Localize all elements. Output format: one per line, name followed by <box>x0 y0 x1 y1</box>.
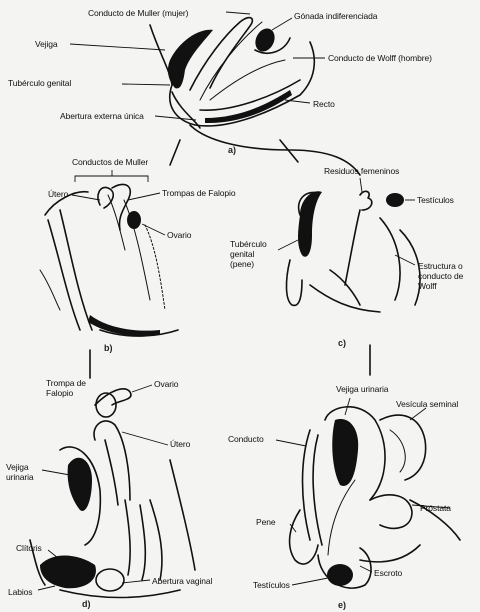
label-residuos-femeninos: Residuos femeninos <box>324 167 399 176</box>
panel-e-drawing <box>290 407 460 588</box>
label-recto: Recto <box>313 100 335 109</box>
panel-b-drawing <box>40 184 178 336</box>
label-clitoris: Clítoris <box>16 544 42 553</box>
label-abertura-vaginal: Abertura vaginal <box>152 577 212 586</box>
label-conductos-muller: Conductos de Muller <box>72 158 148 167</box>
label-labios: Labios <box>8 588 32 597</box>
panel-c-drawing <box>286 191 420 312</box>
label-gonada-indiferenciada: Gónada indiferenciada <box>294 12 377 21</box>
label-vejiga-urinaria-d: Vejiga urinaria <box>6 462 44 482</box>
label-tuberculo-genital-a: Tubérculo genital <box>8 79 71 88</box>
label-escroto: Escroto <box>374 569 402 578</box>
label-vejiga: Vejiga <box>35 40 58 49</box>
label-vejiga-urinaria-e: Vejiga urinaria <box>336 385 388 394</box>
label-estructura-wolff: Estructura o conducto de Wolff <box>418 262 476 291</box>
panel-d-drawing <box>30 389 195 598</box>
label-testiculos-e: Testículos <box>253 581 290 590</box>
panel-d-letter: d) <box>82 599 91 609</box>
label-trompas-falopio-b: Trompas de Falopio <box>162 189 235 198</box>
label-vesicula-seminal: Vesícula seminal <box>396 400 458 409</box>
panel-a-letter: a) <box>228 145 236 155</box>
label-conducto: Conducto <box>228 435 264 444</box>
label-ovario-b: Ovario <box>167 231 191 240</box>
label-testiculos-c: Testículos <box>417 196 454 205</box>
label-abertura-externa-unica: Abertura externa única <box>60 112 144 121</box>
panel-a-drawing <box>150 18 360 175</box>
label-trompa-falopio-d: Trompa de Falopio <box>46 378 91 398</box>
panel-e-letter: e) <box>338 600 346 610</box>
label-conducto-wolff-hombre: Conducto de Wolff (hombre) <box>328 54 432 63</box>
panel-c-letter: c) <box>338 338 346 348</box>
label-pene: Pene <box>256 518 275 527</box>
label-prostata: Próstata <box>420 504 451 513</box>
label-ovario-d: Ovario <box>154 380 178 389</box>
label-conducto-muller-mujer: Conducto de Muller (mujer) <box>88 9 188 18</box>
panel-b-letter: b) <box>104 343 113 353</box>
label-utero-b: Útero <box>48 190 68 199</box>
label-utero-d: Útero <box>170 440 190 449</box>
label-tuberculo-genital-c: Tubérculo genital (pene) <box>230 240 280 269</box>
